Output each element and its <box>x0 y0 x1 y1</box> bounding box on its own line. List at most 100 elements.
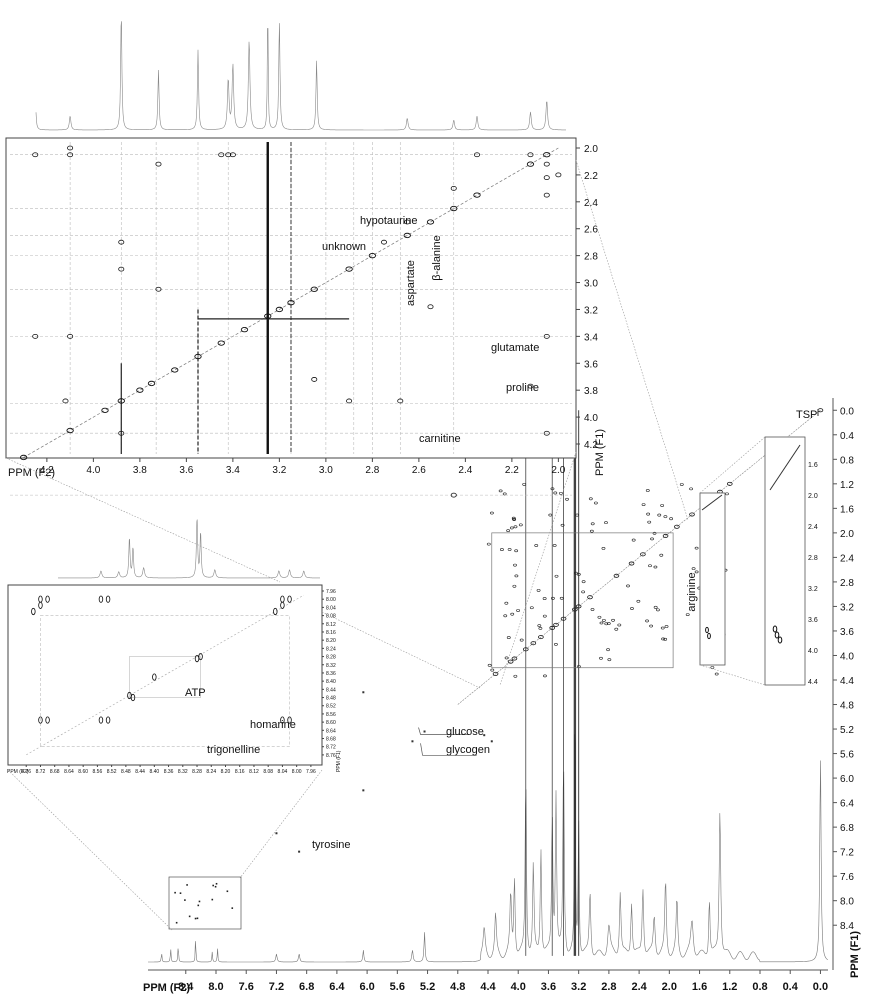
main-y-tick-label: 7.2 <box>840 848 854 859</box>
main-y-tick-label: 4.4 <box>840 676 854 687</box>
main-y-tick-label: 6.8 <box>840 823 854 834</box>
inset-aliphatic-cross-peak <box>67 152 74 158</box>
inset-aliphatic-y-tick-label: 2.6 <box>584 225 598 236</box>
main-aromatic-mini-peak <box>197 904 200 907</box>
inset-aromatic-x-tick-label: 8.56 <box>93 769 103 775</box>
mini-inset-tick-label: 4.4 <box>808 679 818 686</box>
main-aromatic-mini-peak <box>184 899 186 901</box>
main-diagonal-peak <box>689 512 695 517</box>
main-y-tick-label: 1.2 <box>840 480 854 491</box>
inset-aliphatic-diagonal-peak <box>403 232 411 239</box>
inset-aliphatic-diagonal-peak <box>345 266 353 272</box>
main-cross-peak <box>660 626 665 630</box>
inset-aromatic-x-tick-label: 8.72 <box>36 769 46 775</box>
main-cross-peak <box>536 588 541 592</box>
mini-inset-tick-label: 3.2 <box>808 586 818 593</box>
main-cross-peak <box>513 525 518 529</box>
main-cross-peak <box>679 483 684 486</box>
main-cross-peak <box>597 615 602 619</box>
inset-aliphatic-x-tick-label: 3.4 <box>226 465 240 476</box>
mini-inset-tick-label: 1.6 <box>808 462 818 469</box>
inset-aromatic-cross-peak <box>280 601 285 609</box>
inset-aliphatic-diagonal-peak <box>275 306 284 313</box>
inset-aliphatic-diagonal-peak <box>450 205 458 212</box>
threonine-cross-peak <box>777 636 783 644</box>
main-cross-peak <box>486 542 491 546</box>
main-cross-peak <box>559 596 564 600</box>
main-diagonal-peak <box>674 524 680 529</box>
main-cross-peak <box>552 544 557 547</box>
inset-aromatic-x-tick-label: 8.12 <box>249 769 259 775</box>
main-cross-peak <box>601 618 606 622</box>
inset-aromatic-y-tick-label: 8.56 <box>326 712 336 718</box>
inset-aromatic-cross-peak <box>105 716 111 724</box>
main-x-tick-label: 0.4 <box>783 981 799 993</box>
inset-aliphatic-diagonal-peak <box>368 252 377 259</box>
main-cross-peak <box>636 599 641 603</box>
inset-aromatic-x-tick-label: 8.32 <box>178 769 188 775</box>
main-projection-trace <box>148 734 828 963</box>
main-cross-peak <box>661 637 666 641</box>
main-x-tick-label: 7.2 <box>269 981 284 993</box>
main-cross-peak <box>518 523 523 527</box>
main-cross-peak <box>500 548 504 551</box>
main-y-tick-label: 0.8 <box>840 455 854 466</box>
inset-aliphatic-y-label: PPM (F1) <box>594 429 606 476</box>
main-diagonal-peak <box>587 595 593 600</box>
inset-aliphatic-cross-peak <box>543 430 550 436</box>
main-zoom-box-aromatic <box>168 876 242 930</box>
main-x-tick-label: 6.0 <box>359 981 374 993</box>
main-cross-peak <box>599 656 603 660</box>
main-cross-peak <box>560 523 565 527</box>
inset-aromatic-diagonal <box>26 594 304 756</box>
inset-aromatic-cross-peak <box>98 595 104 603</box>
inset-aliphatic-y-tick-label: 2.4 <box>584 198 598 209</box>
inset-aromatic-y-label: PPM (F1) <box>336 750 342 772</box>
alanine-cross-peak <box>705 626 709 634</box>
main-cross-peak <box>581 590 586 594</box>
main-x-tick-label: 4.8 <box>450 981 465 993</box>
inset-aromatic-annotation: ATP <box>185 687 206 699</box>
main-diagonal-peak <box>511 656 518 661</box>
main-cross-peak <box>691 567 696 571</box>
inset-aliphatic-cross-peak <box>527 383 534 389</box>
main-x-tick-label: 7.6 <box>239 981 254 993</box>
main-cross-peak <box>663 637 668 641</box>
inset-aliphatic-cross-peak <box>450 185 457 191</box>
main-cross-peak <box>656 608 660 612</box>
main-annotation: tyrosine <box>312 839 351 851</box>
inset-aromatic-cross-peak <box>98 716 104 724</box>
main-cross-peak <box>581 580 586 584</box>
main-y-tick-label: 5.2 <box>840 725 854 736</box>
inset-aromatic-annotation: homarine <box>250 719 296 731</box>
inset-aliphatic-cross-peak <box>67 333 74 339</box>
main-diagonal-peak <box>538 635 544 640</box>
main-y-tick-label: 6.0 <box>840 774 854 785</box>
main-cross-peak <box>542 597 547 600</box>
main-diagonal-peak <box>492 671 499 676</box>
zoom-connector-line <box>5 457 281 583</box>
main-cross-peak <box>617 623 622 627</box>
main-cross-peak <box>529 606 534 610</box>
inset-aliphatic-cross-peak <box>397 398 404 404</box>
inset-aromatic-cross-peak <box>45 595 50 603</box>
inset-aromatic-contours <box>26 594 304 756</box>
main-glucose-bracket <box>418 727 470 735</box>
main-y-tick-label: 2.0 <box>840 529 854 540</box>
inset-aliphatic-cross-peak <box>118 266 125 272</box>
main-cross-peak <box>558 491 563 495</box>
inset-aromatic-y-tick-label: 8.16 <box>326 630 336 636</box>
main-y-axis-label: PPM (F1) <box>849 931 861 978</box>
inset-aromatic-y-tick-label: 8.40 <box>326 679 336 685</box>
main-y-tick-label: 5.6 <box>840 750 854 761</box>
main-x-tick-label: 0.0 <box>813 981 828 993</box>
inset-aliphatic-y-tick-label: 3.4 <box>584 332 598 343</box>
inset-aliphatic-projection-trace <box>35 21 566 131</box>
inset-aliphatic-cross-peak <box>155 286 162 292</box>
threonine-cross-peak <box>772 625 778 633</box>
main-annotation: TSP <box>796 409 817 421</box>
inset-aliphatic-x-tick-label: 2.0 <box>551 465 565 476</box>
main-x-axis-label: PPM (F2) <box>143 982 190 994</box>
